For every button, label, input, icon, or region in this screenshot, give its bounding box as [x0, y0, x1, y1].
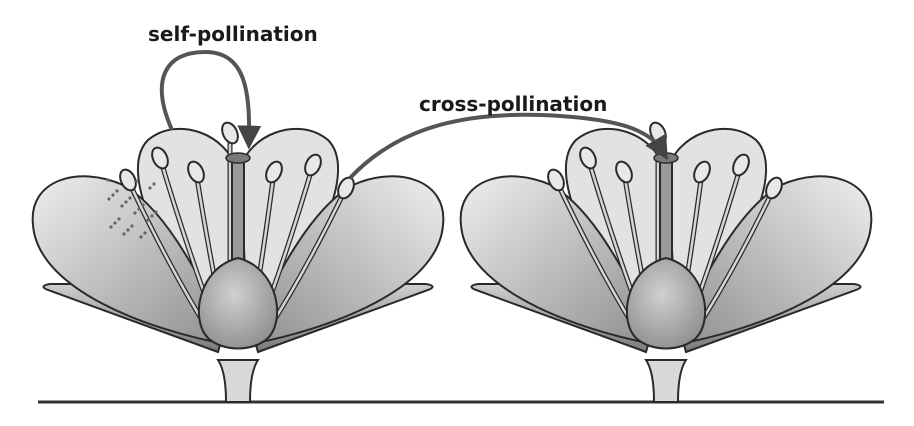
cross-pollination-label: cross-pollination [419, 92, 607, 116]
stalk [646, 360, 686, 402]
pollen-speck [117, 217, 120, 220]
pollen-speck [141, 203, 144, 206]
pollen-speck [115, 189, 118, 192]
pollen-speck [143, 231, 146, 234]
pollen-speck [139, 235, 142, 238]
pollen-speck [130, 224, 133, 227]
pollen-speck [111, 193, 114, 196]
stigma [226, 153, 250, 163]
right-flower [461, 120, 872, 402]
pollen-speck [106, 178, 109, 181]
pollen-speck [107, 197, 110, 200]
left-flower [33, 120, 444, 402]
self-pollination-label: self-pollination [148, 22, 318, 46]
style [232, 160, 244, 265]
pollen-speck [152, 182, 155, 185]
pollen-speck [133, 211, 136, 214]
style [660, 160, 672, 265]
pollen-speck [113, 221, 116, 224]
stigma [654, 153, 678, 163]
self-pollination-arrow [162, 52, 249, 140]
pollen-speck [137, 207, 140, 210]
pollen-speck [128, 196, 131, 199]
pollen-speck [154, 210, 157, 213]
anther [647, 120, 669, 146]
pollen-speck [146, 218, 149, 221]
pollen-speck [126, 228, 129, 231]
pollen-speck [124, 200, 127, 203]
pollen-speck [122, 232, 125, 235]
pollen-speck [109, 225, 112, 228]
pollen-speck [120, 204, 123, 207]
pollen-speck [148, 186, 151, 189]
anther [219, 120, 241, 146]
pollen-speck [150, 214, 153, 217]
pollen-speck [135, 179, 138, 182]
stalk [218, 360, 258, 402]
